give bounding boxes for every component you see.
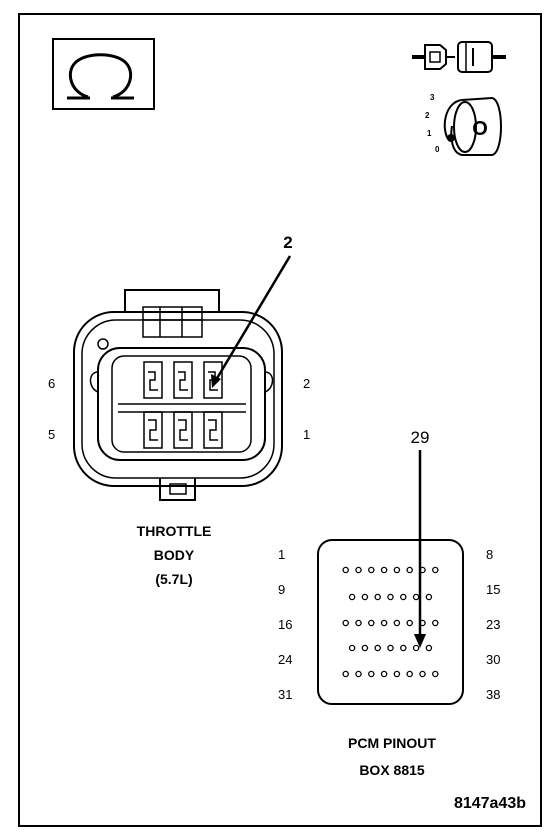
callout-label-2: 2 [283, 233, 292, 252]
pcm-title-line-1: PCM PINOUT [348, 735, 436, 751]
pcm-pin-23 [432, 619, 439, 627]
pcm-right-label-30: 30 [486, 652, 500, 667]
ohm-symbol-icon [52, 38, 155, 110]
pcm-pin-24 [348, 644, 356, 652]
ignition-position-2: 2 [425, 111, 430, 120]
pcm-pin-10 [361, 593, 369, 601]
pcm-pin-19 [380, 619, 388, 627]
pcm-pin-32 [355, 670, 362, 678]
pcm-pin-9 [348, 593, 356, 601]
key-letter: O [472, 118, 488, 140]
pcm-pin-15 [425, 593, 433, 601]
ignition-position-0: 0 [435, 145, 440, 154]
throttle-pin-label-5: 5 [48, 427, 55, 442]
pcm-pin-38 [432, 670, 439, 678]
pcm-pin-29 [412, 644, 420, 652]
pcm-pin-30 [425, 644, 433, 652]
pcm-pin-16 [342, 619, 349, 627]
pcm-right-label-8: 8 [486, 547, 493, 562]
pcm-pin-17 [355, 619, 362, 627]
pcm-pin-28 [400, 644, 407, 652]
pcm-left-label-24: 24 [278, 652, 292, 667]
pcm-pin-1 [342, 566, 349, 574]
pcm-pin-grid [342, 566, 439, 678]
ignition-position-1: 1 [427, 129, 432, 138]
pcm-left-label-16: 16 [278, 617, 292, 632]
callout-pin-29: 29 [411, 428, 430, 648]
pcm-pin-21 [406, 619, 413, 627]
throttle-title-line-1: THROTTLE [137, 523, 212, 539]
pcm-left-label-1: 1 [278, 547, 285, 562]
pcm-pin-36 [406, 670, 413, 678]
throttle-pin-label-2: 2 [303, 376, 310, 391]
throttle-title-line-2: BODY [154, 547, 195, 563]
pcm-pin-25 [361, 644, 369, 652]
pcm-pin-26 [374, 644, 381, 652]
throttle-title-line-3: (5.7L) [155, 571, 192, 587]
pcm-pin-5 [393, 566, 401, 574]
pcm-pin-35 [393, 670, 401, 678]
throttle-pin-label-6: 6 [48, 376, 55, 391]
pcm-pin-11 [374, 593, 381, 601]
pcm-pin-20 [393, 619, 401, 627]
pcm-pin-13 [400, 593, 407, 601]
pcm-title-line-2: BOX 8815 [359, 762, 425, 778]
callout-label-29: 29 [411, 428, 430, 447]
ignition-position-3: 3 [430, 93, 435, 102]
pcm-pin-34 [380, 670, 388, 678]
figure-id: 8147a43b [454, 795, 526, 812]
pcm-left-label-31: 31 [278, 687, 292, 702]
pcm-pin-27 [387, 644, 394, 652]
callout-pin-2: 2 [211, 233, 293, 388]
pcm-right-label-23: 23 [486, 617, 500, 632]
pcm-pin-18 [368, 619, 375, 627]
pcm-pin-14 [412, 593, 420, 601]
disconnected-connector-icon [412, 41, 506, 73]
pcm-pin-8 [432, 566, 439, 574]
pcm-pin-2 [355, 566, 362, 574]
pcm-pin-6 [406, 566, 413, 574]
pcm-pin-4 [380, 566, 388, 574]
pcm-pin-3 [368, 566, 375, 574]
pcm-pin-37 [419, 670, 426, 678]
ignition-key-icon: 3 2 1 0 O [425, 93, 502, 156]
pcm-pinout-box [317, 539, 464, 705]
throttle-body-connector [73, 289, 283, 501]
throttle-pin-label-1: 1 [303, 427, 310, 442]
pcm-pin-33 [368, 670, 375, 678]
pcm-right-label-15: 15 [486, 582, 500, 597]
pcm-right-label-38: 38 [486, 687, 500, 702]
pcm-left-label-9: 9 [278, 582, 285, 597]
page-frame [18, 13, 542, 827]
pcm-pin-12 [387, 593, 394, 601]
pcm-pin-31 [342, 670, 349, 678]
